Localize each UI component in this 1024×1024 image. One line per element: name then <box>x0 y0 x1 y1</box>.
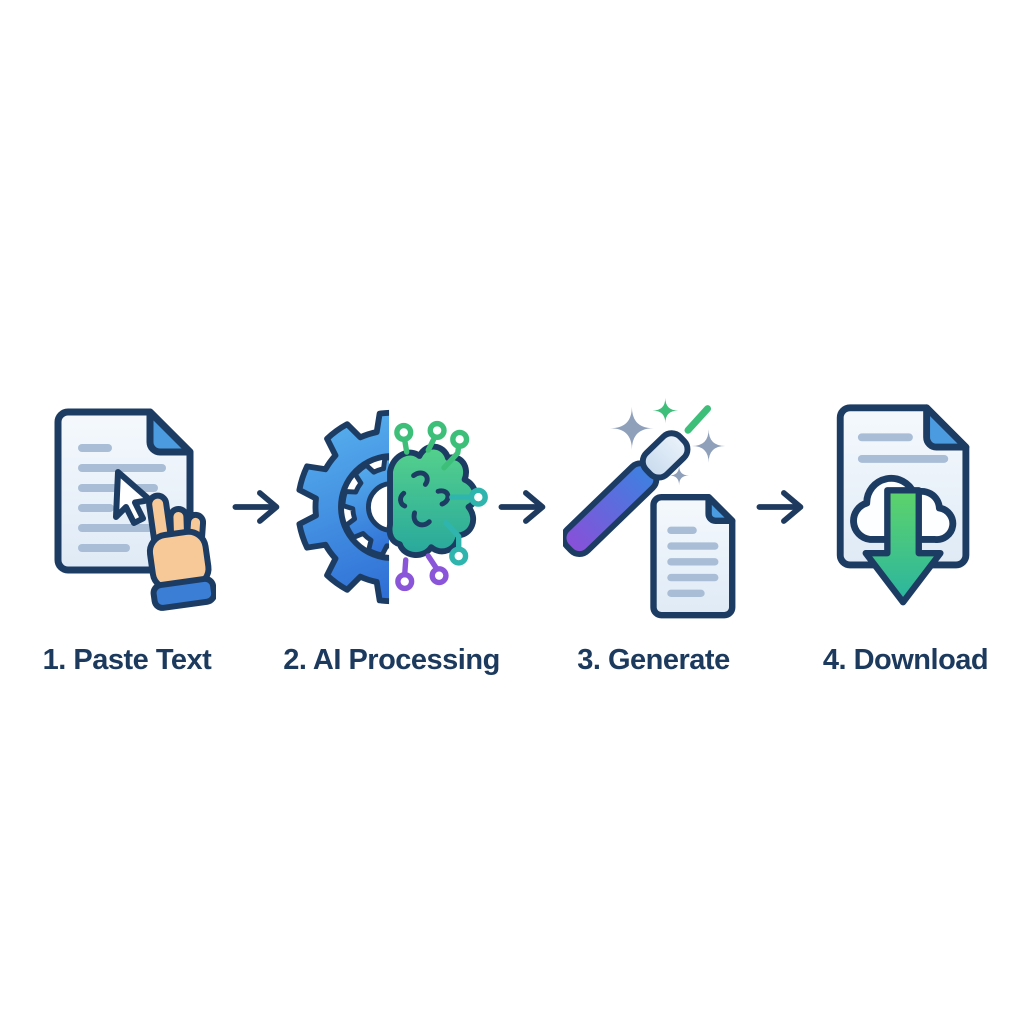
right-arrow-icon <box>498 490 545 524</box>
sparkle-icon <box>668 465 689 486</box>
sparkle-icon <box>609 406 654 450</box>
step-label-generate: 3. Generate <box>577 644 730 676</box>
sparkle-line <box>683 405 711 434</box>
flow-arrow <box>754 376 812 638</box>
download-arrow-icon <box>862 487 944 606</box>
right-arrow-icon <box>232 490 279 524</box>
process-flow-diagram: 1. Paste Text <box>25 376 1000 677</box>
flow-arrow <box>496 376 554 638</box>
document-icon <box>649 493 735 619</box>
step-label-ai-processing: 2. AI Processing <box>283 644 500 676</box>
sparkles <box>609 397 725 486</box>
generate-icon <box>562 376 745 638</box>
sparkle-icon <box>652 397 678 424</box>
generate-icon-svg <box>562 397 735 619</box>
step-ai-processing: 2. AI Processing <box>283 376 500 677</box>
paste-text-icon <box>38 376 216 638</box>
hand-pointer-icon <box>146 492 216 611</box>
paste-text-icon-svg <box>54 408 216 611</box>
text-lines <box>857 433 948 463</box>
flow-arrow <box>230 376 288 638</box>
gear-icon <box>295 409 389 605</box>
step-generate: 3. Generate <box>554 376 754 677</box>
ai-processing-icon-svg <box>295 409 488 605</box>
download-icon <box>831 376 981 638</box>
sparkle-icon <box>691 429 725 463</box>
step-paste-text: 1. Paste Text <box>25 376 230 677</box>
magic-wand-icon <box>562 430 690 557</box>
step-label-download: 4. Download <box>822 644 989 676</box>
cuff <box>150 575 216 611</box>
step-download: 4. Download <box>812 376 1000 677</box>
right-arrow-icon <box>756 490 803 524</box>
text-lines <box>666 526 718 598</box>
step-label-paste-text: 1. Paste Text <box>42 644 212 676</box>
ai-processing-icon <box>289 376 495 638</box>
download-icon-svg <box>836 404 969 606</box>
brain-icon <box>386 443 478 558</box>
circuit-traces <box>393 420 488 592</box>
